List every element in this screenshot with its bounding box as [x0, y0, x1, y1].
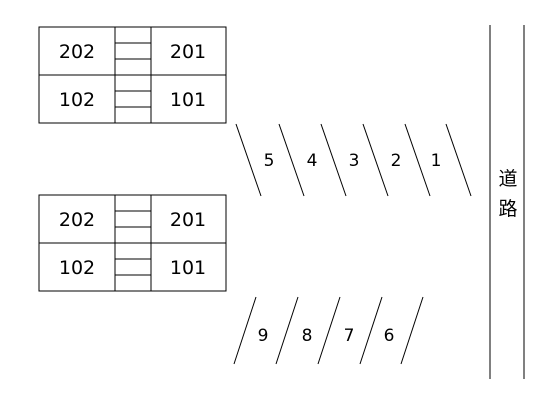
parking-divider	[445, 123, 472, 197]
parking-divider	[359, 296, 383, 365]
parking-space-number: 1	[431, 151, 442, 171]
parking-divider	[362, 123, 389, 197]
parking-space-number: 2	[391, 151, 402, 171]
parking-space-number: 4	[307, 151, 318, 171]
building-lower: 202 201 102 101	[38, 194, 227, 292]
parking-numbers-lower: 9 8 7 6	[258, 326, 395, 346]
unit-label: 202	[59, 41, 95, 63]
parking-numbers-upper: 5 4 3 2 1	[264, 151, 442, 171]
unit-label: 202	[59, 209, 95, 231]
parking-space-number: 7	[344, 326, 355, 346]
parking-space-number: 6	[384, 326, 395, 346]
parking-divider	[275, 296, 299, 365]
parking-divider	[235, 123, 262, 197]
parking-space-number: 5	[264, 151, 275, 171]
unit-label: 101	[170, 89, 206, 111]
stairs	[115, 210, 151, 276]
parking-divider	[317, 296, 341, 365]
parking-divider	[400, 296, 424, 365]
parking-divider	[233, 296, 257, 365]
stairs	[115, 42, 151, 108]
unit-label: 102	[59, 89, 95, 111]
parking-space-number: 8	[302, 326, 313, 346]
parking-divider	[320, 123, 347, 197]
parking-row-lower	[233, 296, 424, 365]
building-upper: 202 201 102 101	[38, 26, 227, 124]
unit-label: 201	[170, 41, 206, 63]
parking-divider	[404, 123, 431, 197]
unit-label: 101	[170, 257, 206, 279]
parking-divider	[278, 123, 305, 197]
parking-space-number: 3	[349, 151, 360, 171]
parking-row-upper	[235, 123, 472, 197]
road-label: 道	[498, 168, 517, 190]
unit-label: 102	[59, 257, 95, 279]
parking-space-number: 9	[258, 326, 269, 346]
unit-label: 201	[170, 209, 206, 231]
road: 道 路	[489, 25, 525, 379]
road-label: 路	[498, 198, 517, 220]
